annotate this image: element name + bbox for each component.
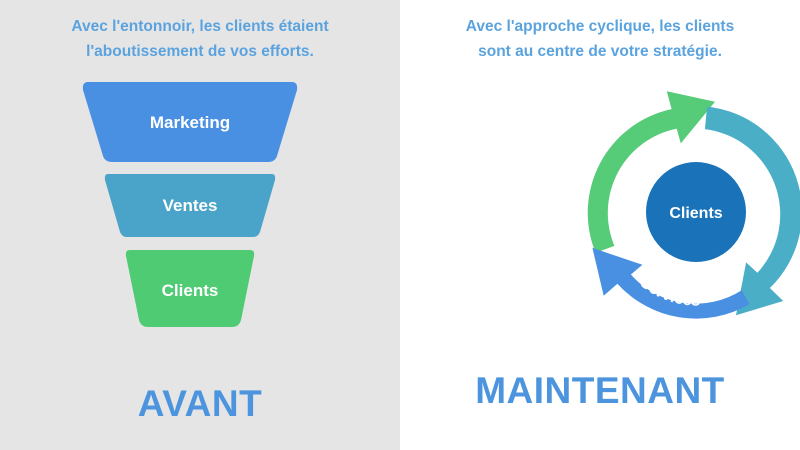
cycle-diagram: Marketing Ventes Services Clients: [587, 91, 800, 319]
cycle-arrow-ventes: [704, 106, 800, 316]
before-label: AVANT: [137, 383, 263, 424]
funnel-label-ventes: Ventes: [163, 196, 218, 215]
funnel-caption-line-1: Avec l'entonnoir, les clients étaient: [71, 18, 329, 35]
cycle-label-ventes: Ventes: [753, 170, 774, 227]
funnel-label-marketing: Marketing: [150, 113, 230, 132]
funnel-segment-ventes: [104, 174, 276, 237]
clients-center-circle: [646, 162, 746, 262]
right-panel: Avec l'approche cyclique, les clients so…: [400, 0, 800, 450]
now-label: MAINTENANT: [475, 370, 725, 411]
funnel-segment-marketing: [82, 82, 298, 162]
cycle-caption: Avec l'approche cyclique, les clients so…: [400, 14, 800, 64]
funnel-caption-line-2: l'aboutissement de vos efforts.: [86, 43, 314, 60]
cycle-arrow-marketing: [587, 91, 715, 253]
funnel-label-clients: Clients: [162, 281, 219, 300]
clients-center-label: Clients: [669, 205, 722, 222]
cycle-caption-line-2: sont au centre de votre stratégie.: [478, 43, 722, 60]
funnel-segment-clients: [125, 250, 255, 327]
cycle-caption-line-1: Avec l'approche cyclique, les clients: [465, 18, 735, 35]
cycle-arrow-services: [592, 247, 750, 319]
left-panel: Avec l'entonnoir, les clients étaient l'…: [0, 0, 400, 450]
funnel-diagram: Marketing Ventes Clients: [82, 82, 298, 327]
funnel-caption: Avec l'entonnoir, les clients étaient l'…: [0, 14, 400, 64]
